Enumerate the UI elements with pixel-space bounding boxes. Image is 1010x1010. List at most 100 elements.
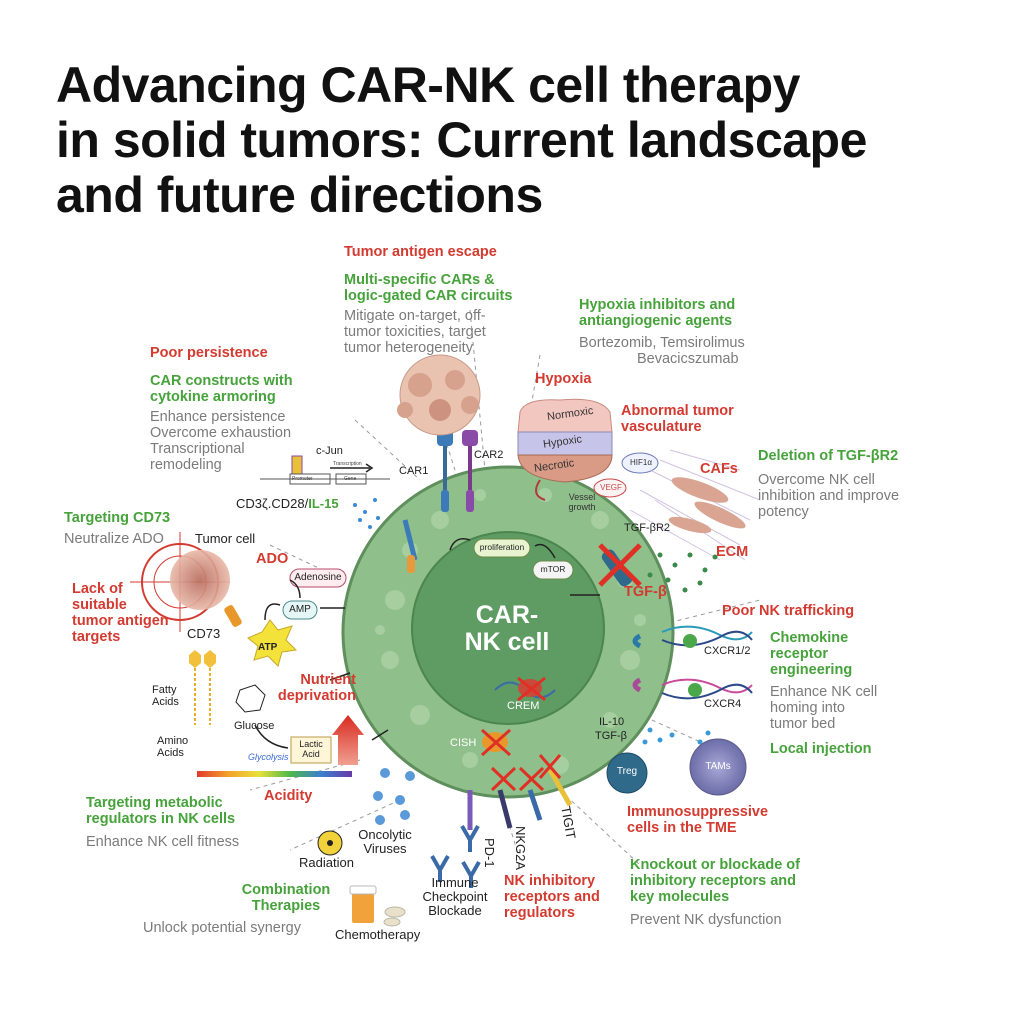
strategy-line: receptor (770, 646, 829, 662)
label-amino-acids: Amino Acids (157, 735, 188, 759)
label-cxcr12: CXCR1/2 (704, 645, 751, 657)
label-tgfb-small: TGF-β (595, 730, 627, 742)
label-pd1: PD-1 (482, 838, 497, 868)
label-il15: IL-15 (308, 496, 339, 511)
target-tumor-cell (130, 532, 242, 632)
label-nkg2a: NKG2A (513, 826, 528, 871)
strategy-line: logic-gated CAR circuits (344, 288, 513, 304)
outcome-line: Enhance persistence (150, 409, 286, 425)
outcome-prevent-dysfunction: Prevent NK dysfunction (630, 912, 782, 928)
outcome-line: tumor bed (770, 716, 836, 732)
outcome-nk-fitness: Enhance NK cell fitness (86, 834, 240, 850)
label-oncolytic-viruses: Oncolytic Viruses (350, 828, 420, 856)
challenge-line: cells in the TME (627, 820, 737, 836)
glucose-ring (235, 684, 266, 713)
oncolytic-viruses (373, 768, 415, 825)
strategy-line: engineering (770, 662, 853, 678)
car-receptors (402, 430, 478, 573)
challenge-ado: ADO (256, 551, 289, 567)
challenge-ecm: ECM (716, 544, 749, 560)
outcome-line: Bortezomib, Temsirolimus (579, 335, 745, 351)
atp-star (247, 619, 298, 667)
tam-cell (689, 738, 747, 796)
label-mtor: mTOR (540, 564, 566, 574)
title-line-3: and future directions (56, 167, 543, 223)
title-line-1: Advancing CAR-NK cell therapy (56, 57, 800, 113)
outcome-line: homing into (770, 700, 845, 716)
label-glucose: Glucose (234, 720, 275, 732)
outcome-line: tumor toxicities, target (344, 324, 486, 340)
label-chemotherapy: Chemotherapy (335, 927, 421, 942)
label-line: Amino (157, 735, 189, 747)
label-promoter: Promoter (292, 476, 313, 482)
label-crem: CREM (507, 700, 540, 712)
cjun-construct (260, 455, 390, 485)
acidity-arrow (332, 715, 364, 765)
label-vessel-growth: Vessel growth (560, 492, 604, 512)
strategy-targeting-cd73: Targeting CD73 (64, 510, 171, 526)
outcome-line: Bevacicszumab (637, 351, 739, 367)
label-atp: ATP (258, 642, 278, 653)
center-line-1: CAR- (475, 601, 539, 629)
challenge-line: tumor antigen (72, 613, 169, 629)
strategy-metabolic-regulators: Targeting metabolic regulators in NK cel… (86, 795, 235, 827)
outcome-line: Mitigate on-target, off- (344, 308, 486, 324)
lactic-acid-box (290, 736, 332, 764)
strategy-chemokine-engineering: Chemokine receptor engineering (770, 630, 852, 678)
inhibitory-receptors (467, 754, 573, 830)
outcome-line: inhibition and improve (758, 488, 900, 504)
label-car1: CAR1 (399, 465, 429, 477)
label-line: Vessel (568, 492, 596, 502)
strategy-line: Therapies (251, 898, 321, 914)
challenge-immunosuppressive-cells: Immunosuppressive cells in the TME (627, 804, 768, 836)
challenge-tumor-antigen-escape: Tumor antigen escape (344, 244, 497, 260)
strategy-line: CAR constructs with (150, 373, 293, 389)
strategy-line: antiangiogenic agents (579, 313, 733, 329)
proliferation-pill (473, 538, 531, 558)
label-line: growth (568, 502, 596, 512)
strategy-hypoxia-inhibitors: Hypoxia inhibitors and antiangiogenic ag… (579, 297, 735, 329)
outcome-line: potency (758, 504, 809, 520)
label-fatty-acids: Fatty Acids (152, 684, 179, 708)
challenge-line: NK inhibitory (504, 873, 596, 889)
cish-knockout (481, 728, 511, 757)
challenge-tgf-beta: TGF-β (624, 584, 667, 600)
chemotherapy-bottle (349, 885, 406, 927)
strategy-line: Targeting metabolic (86, 795, 223, 811)
strategy-line: Knockout or blockade of (630, 857, 800, 873)
ecm-dots (647, 552, 718, 593)
strategy-line: cytokine armoring (150, 389, 276, 405)
outcome-line: Enhance NK cell (770, 684, 878, 700)
outcome-potential-synergy: Unlock potential synergy (143, 920, 301, 936)
label-line: Acids (152, 696, 179, 708)
strategy-multi-specific-cars: Multi-specific CARs & logic-gated CAR ci… (344, 272, 512, 304)
chemokine-receptors (632, 625, 753, 700)
caf-cells (668, 477, 746, 534)
label-tgfbr2: TGF-βR2 (624, 522, 671, 534)
crem-knockout (494, 676, 556, 702)
outcome-line: Transcriptional (150, 441, 245, 457)
challenge-lack-of-targets: Lack of suitable tumor antigen targets (72, 581, 169, 645)
label-treg: Treg (616, 766, 638, 777)
strategy-line: inhibitory receptors and (630, 873, 796, 889)
challenge-line: receptors and (504, 889, 600, 905)
challenge-line: Lack of (72, 581, 123, 597)
mtor-pill (532, 560, 574, 580)
center-line-2: NK cell (464, 628, 550, 656)
label-line: Viruses (363, 841, 407, 856)
challenge-line: Nutrient (300, 672, 356, 688)
treg-cell (606, 752, 648, 794)
ph-spectrum-bar (197, 771, 352, 777)
label-cxcr4: CXCR4 (704, 698, 742, 710)
challenge-line: targets (72, 629, 121, 645)
label-adenosine: Adenosine (294, 572, 342, 583)
label-line: Oncolytic (358, 827, 412, 842)
outcome-overcome-nk-inhibition: Overcome NK cell inhibition and improve … (758, 472, 899, 520)
car-nk-cell-label: CAR- NK cell (412, 602, 602, 656)
label-transcription: Transcription (333, 461, 362, 467)
strategy-local-injection: Local injection (770, 741, 872, 757)
label-glycolysis: Glycolysis (248, 752, 289, 762)
strategy-line: key molecules (630, 889, 730, 905)
caf-fibers (629, 449, 761, 561)
